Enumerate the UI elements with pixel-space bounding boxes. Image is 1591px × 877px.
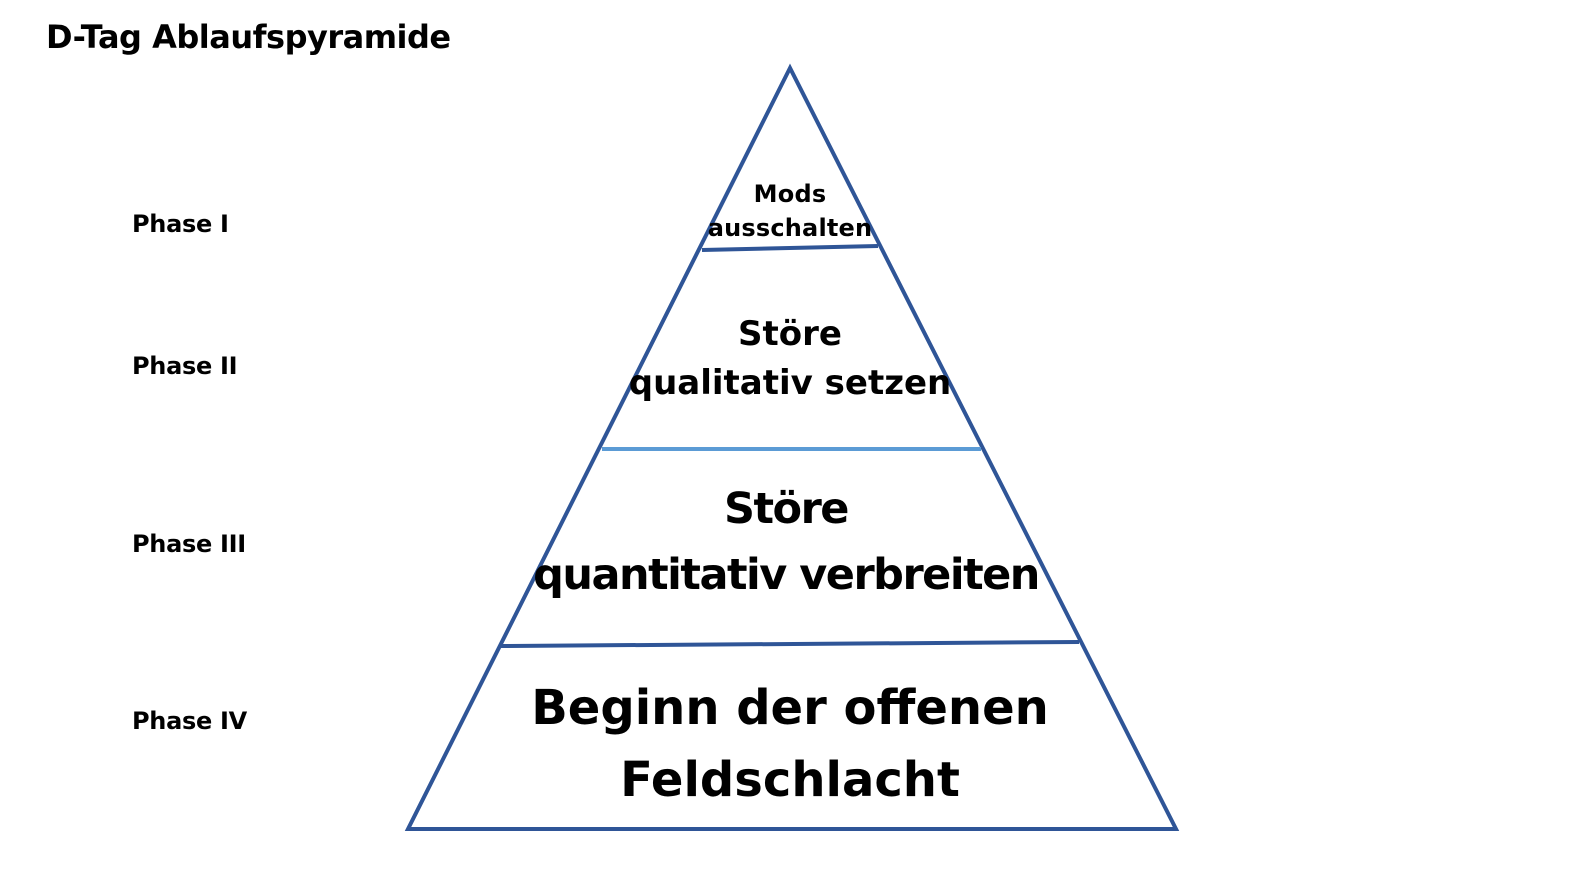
tier-1-text: Mods ausschalten [708,177,873,245]
tier-3-line-1: Störe [724,484,849,534]
tier-2-text: Störe qualitativ setzen [629,310,952,408]
tier-2-line-1: Störe [738,314,842,354]
tier-4-text: Beginn der offenen Feldschlacht [531,672,1049,816]
pyramid-outline [404,63,1180,831]
phase-label-3: Phase III [132,530,246,558]
tier-2-line-2: qualitativ setzen [628,363,952,403]
phase-label-2: Phase II [132,352,238,380]
tier-1-line-2: ausschalten [707,214,873,242]
tier-4-line-1: Beginn der offenen [531,680,1049,736]
divider-1 [701,244,879,252]
phase-label-1: Phase I [132,210,229,238]
divider-3 [499,640,1080,648]
tier-3-line-2: quantitativ verbreiten [533,550,1040,600]
phase-label-4: Phase IV [132,707,247,735]
tier-4-line-2: Feldschlacht [620,752,960,808]
tier-3-text: Störe quantitativ verbreiten [533,476,1040,608]
tier-1-line-1: Mods [753,180,827,208]
diagram-title: D-Tag Ablaufspyramide [46,18,451,56]
